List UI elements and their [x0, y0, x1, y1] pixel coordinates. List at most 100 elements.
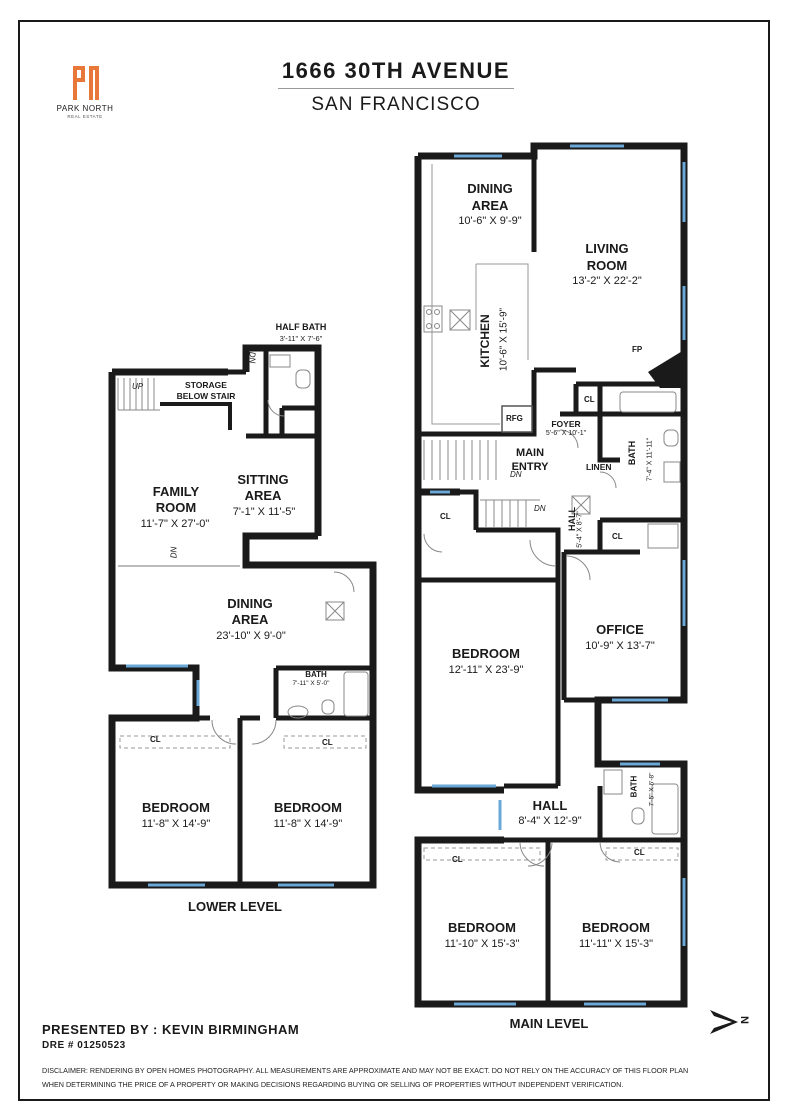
- hall-skylight-icon: [571, 495, 591, 515]
- office-label: OFFICE: [596, 622, 644, 637]
- linen-label: LINEN: [586, 462, 612, 472]
- fireplace-label: FP: [632, 345, 643, 354]
- compass-label: N: [737, 1016, 750, 1024]
- upper-bath-dims: 7'-4" X 11'-11": [646, 437, 654, 482]
- lower-closet-right-label: CL: [322, 738, 333, 747]
- lower-dining-dims: 23'-10" X 9'-0": [216, 630, 286, 642]
- main-hall-label: HALL: [532, 798, 568, 813]
- logo-subtitle: REAL ESTATE: [67, 114, 103, 119]
- sitting-area-dims: 7'-1" X 11'-5": [232, 506, 296, 518]
- lower-bath-label: BATH: [305, 670, 327, 679]
- foyer-label: FOYER: [551, 419, 581, 429]
- park-north-logo: [73, 66, 99, 100]
- family-room-dims: 11'-7" X 27'-0": [140, 518, 210, 530]
- title-divider: [278, 88, 514, 89]
- main-bathtub-lower: [651, 783, 679, 835]
- living-room-dims: 13'-2" X 22'-2": [572, 275, 642, 287]
- main-entry-dn-mark: DN: [510, 470, 522, 479]
- presented-by: PRESENTED BY : KEVIN BIRMINGHAM: [42, 1022, 300, 1037]
- main-sink-upper: [663, 461, 681, 483]
- main-bedroom-big-label: BEDROOM: [452, 646, 520, 661]
- storage-label: STORAGE BELOW STAIR: [176, 380, 236, 401]
- main-toilet-upper: [663, 429, 679, 447]
- lower-bedroom-right-label: BEDROOM: [274, 800, 342, 815]
- lower-inner-walls: [112, 348, 373, 885]
- lower-bedroom-left-label: BEDROOM: [142, 800, 210, 815]
- stair-dn-mark: DN: [247, 351, 257, 364]
- kitchen-dims: 10'-6" X 15'-9": [498, 307, 510, 372]
- refrigerator-box: [501, 405, 533, 433]
- sink-icon: [287, 705, 309, 719]
- lower-closet-left-label: CL: [150, 735, 161, 744]
- page-subtitle: SAN FRANCISCO: [311, 94, 481, 115]
- page-title: 1666 30TH AVENUE: [281, 58, 511, 83]
- lower-windows: [126, 664, 334, 887]
- main-shower-icon: [647, 523, 679, 549]
- upper-bath-label: BATH: [627, 440, 637, 466]
- closet-rod-right: [283, 735, 367, 749]
- main-closet-right-label: CL: [634, 848, 645, 857]
- main-closet-office-label: CL: [612, 532, 623, 541]
- page-border: [18, 20, 770, 1101]
- lower-level-plan: [108, 344, 377, 889]
- lower-main-bath-dims: 7'-5" X 6'-8": [648, 772, 656, 807]
- dre-number: DRE # 01250523: [42, 1040, 126, 1051]
- half-bath-dims: 3'-11" X 7'-6": [279, 334, 323, 343]
- lower-bedroom-right-dims: 11'-8" X 14'-9": [273, 818, 343, 830]
- compass-icon: [710, 1010, 738, 1034]
- door-swing-bedroom-right: [251, 719, 277, 745]
- up-mark: UP: [132, 382, 144, 391]
- main-inner-walls: [415, 146, 684, 1004]
- logo-name: PARK NORTH: [56, 104, 114, 113]
- door-swing-half-bath: [267, 399, 285, 417]
- main-windows: [430, 144, 686, 1006]
- main-closet-left-label: CL: [452, 855, 463, 864]
- cooktop-icon: [423, 305, 443, 333]
- main-door-swings: [423, 429, 621, 867]
- main-closet-left: [423, 847, 541, 861]
- main-stairs: [423, 440, 540, 528]
- main-toilet-lower: [631, 807, 645, 825]
- main-bedroom-right-dims: 11'-11" X 15'-3": [579, 938, 653, 950]
- main-bedroom-right-label: BEDROOM: [582, 920, 650, 935]
- lower-main-bath-label: BATH: [629, 775, 639, 798]
- main-level-plan: [414, 142, 688, 1008]
- family-dn-mark: DN: [169, 546, 179, 559]
- main-bedroom-big-dims: 12'-11" X 23'-9": [448, 664, 524, 676]
- foyer-dims: 5'-6" X 10'-1": [545, 430, 587, 437]
- kitchen-label: KITCHEN: [478, 314, 492, 368]
- closet-rod-left: [119, 735, 231, 749]
- refrigerator-label: RFG: [506, 414, 523, 423]
- main-hall-dims: 8'-4" X 12'-9": [518, 815, 582, 827]
- disclaimer: DISCLAIMER: RENDERING BY OPEN HOMES PHOT…: [42, 1064, 754, 1092]
- main-entry-label: MAIN ENTRY: [511, 447, 549, 473]
- kitchen-skylight-icon: [449, 309, 471, 331]
- main-dining-label: DINING AREA: [467, 181, 513, 213]
- half-bath-toilet-icon: [295, 369, 311, 389]
- main-closet-bedroom-label: CL: [440, 512, 451, 521]
- lower-level-title: LOWER LEVEL: [188, 899, 282, 914]
- living-room-label: LIVING ROOM: [585, 241, 629, 273]
- disclaimer-line-1: DISCLAIMER: RENDERING BY OPEN HOMES PHOT…: [42, 1066, 689, 1075]
- sitting-area-label: SITTING AREA: [237, 472, 289, 503]
- hall-dn-mark: DN: [534, 504, 546, 513]
- main-level-title: MAIN LEVEL: [509, 1016, 589, 1031]
- stair-lines: [117, 378, 160, 411]
- lower-dining-label: DINING AREA: [227, 596, 273, 627]
- door-swing-bedroom-left: [211, 719, 237, 745]
- lower-outer-walls: [108, 344, 377, 889]
- main-closet-foyer-label: CL: [584, 395, 595, 404]
- kitchen-counter: [431, 164, 529, 425]
- toilet-icon: [321, 699, 335, 715]
- lower-bath-dims: 7'-11" X 5'-0": [292, 680, 330, 687]
- upper-hall-label: HALL: [567, 507, 577, 531]
- skylight-icon: [325, 601, 345, 621]
- upper-hall-dims: 5'-4" X 8'-7": [576, 511, 584, 548]
- family-room-label: FAMILY ROOM: [152, 484, 200, 515]
- main-bedroom-left-label: BEDROOM: [448, 920, 516, 935]
- main-bathtub-upper: [619, 391, 677, 413]
- main-closet-right: [605, 847, 679, 861]
- storage-walls: [160, 402, 232, 430]
- office-dims: 10'-9" X 13'-7": [585, 640, 655, 652]
